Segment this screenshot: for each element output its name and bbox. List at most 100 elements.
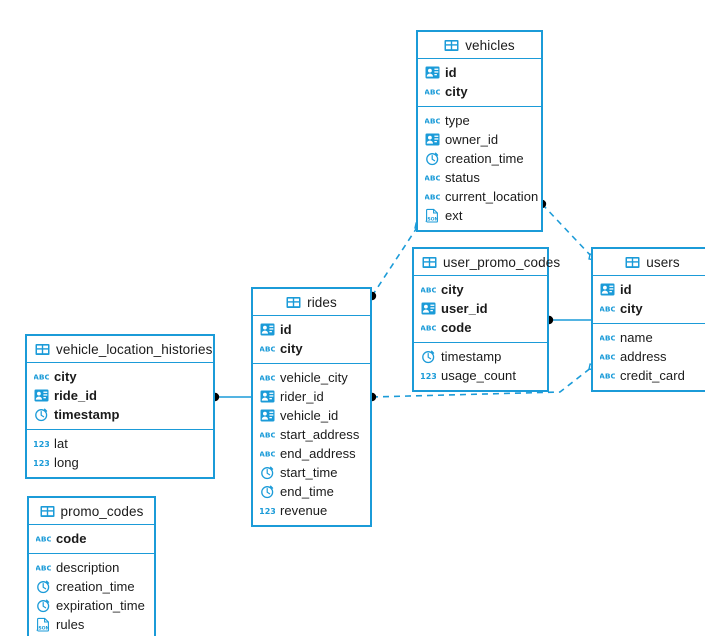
svg-text:123: 123 [34,459,49,468]
column-row[interactable]: id [593,280,705,299]
table-title: vehicle_location_histories [56,341,213,357]
abc-text-icon: ABC [425,113,440,128]
column-name: city [54,369,77,384]
column-row[interactable]: vehicle_id [253,406,370,425]
column-name: rider_id [280,389,324,404]
json-document-icon: JSON [425,208,440,223]
column-row[interactable]: 123 lat [27,434,213,453]
column-row[interactable]: rider_id [253,387,370,406]
column-name: id [620,282,632,297]
relationship-line-vehicles-to-users[interactable] [541,203,593,258]
abc-text-icon: ABC [421,320,436,335]
svg-text:ABC: ABC [260,431,275,440]
column-name: lat [54,436,68,451]
table-icon [40,504,55,519]
svg-text:ABC: ABC [600,372,615,381]
column-row[interactable]: creation_time [29,577,154,596]
clock-timestamp-icon [36,579,51,594]
column-row[interactable]: timestamp [27,405,213,424]
123-number-icon: 123 [34,455,49,470]
column-name: city [441,282,464,297]
column-row[interactable]: JSON rules [29,615,154,634]
json-document-icon: JSON [36,617,51,632]
table-header-vehicles[interactable]: vehicles [418,32,541,59]
table-header-vehicle_location_histories[interactable]: vehicle_location_histories [27,336,213,363]
table-title: users [646,254,680,270]
column-name: end_time [280,484,334,499]
abc-text-icon: ABC [36,531,51,546]
column-name: user_id [441,301,488,316]
table-header-rides[interactable]: rides [253,289,370,316]
svg-text:ABC: ABC [421,324,436,333]
column-row[interactable]: id [253,320,370,339]
column-row[interactable]: ABC vehicle_city [253,368,370,387]
column-row[interactable]: user_id [414,299,547,318]
abc-text-icon: ABC [425,189,440,204]
column-row[interactable]: 123 revenue [253,501,370,520]
table-header-users[interactable]: users [593,249,705,276]
column-row[interactable]: owner_id [418,130,541,149]
table-header-promo_codes[interactable]: promo_codes [29,498,154,525]
column-row[interactable]: ABC type [418,111,541,130]
column-row[interactable]: expiration_time [29,596,154,615]
column-name: city [445,84,468,99]
table-header-user_promo_codes[interactable]: user_promo_codes [414,249,560,276]
id-card-icon [421,301,436,316]
column-row[interactable]: ABC city [418,82,541,101]
column-name: owner_id [445,132,499,147]
abc-text-icon: ABC [600,301,615,316]
column-row[interactable]: ride_id [27,386,213,405]
table-title: user_promo_codes [443,254,561,270]
column-name: revenue [280,503,328,518]
column-name: vehicle_city [280,370,348,385]
column-row[interactable]: id [418,63,541,82]
column-row[interactable]: end_time [253,482,370,501]
svg-text:123: 123 [260,507,275,516]
column-name: expiration_time [56,598,145,613]
column-row[interactable]: creation_time [418,149,541,168]
column-name: type [445,113,470,128]
svg-text:JSON: JSON [36,626,50,632]
abc-text-icon: ABC [425,84,440,99]
column-row[interactable]: start_time [253,463,370,482]
column-row[interactable]: ABC city [27,367,213,386]
123-number-icon: 123 [260,503,275,518]
svg-text:ABC: ABC [425,174,440,183]
svg-text:ABC: ABC [260,374,275,383]
abc-text-icon: ABC [34,369,49,384]
column-name: rules [56,617,85,632]
123-number-icon: 123 [34,436,49,451]
svg-text:ABC: ABC [425,117,440,126]
column-row[interactable]: timestamp [414,347,547,366]
